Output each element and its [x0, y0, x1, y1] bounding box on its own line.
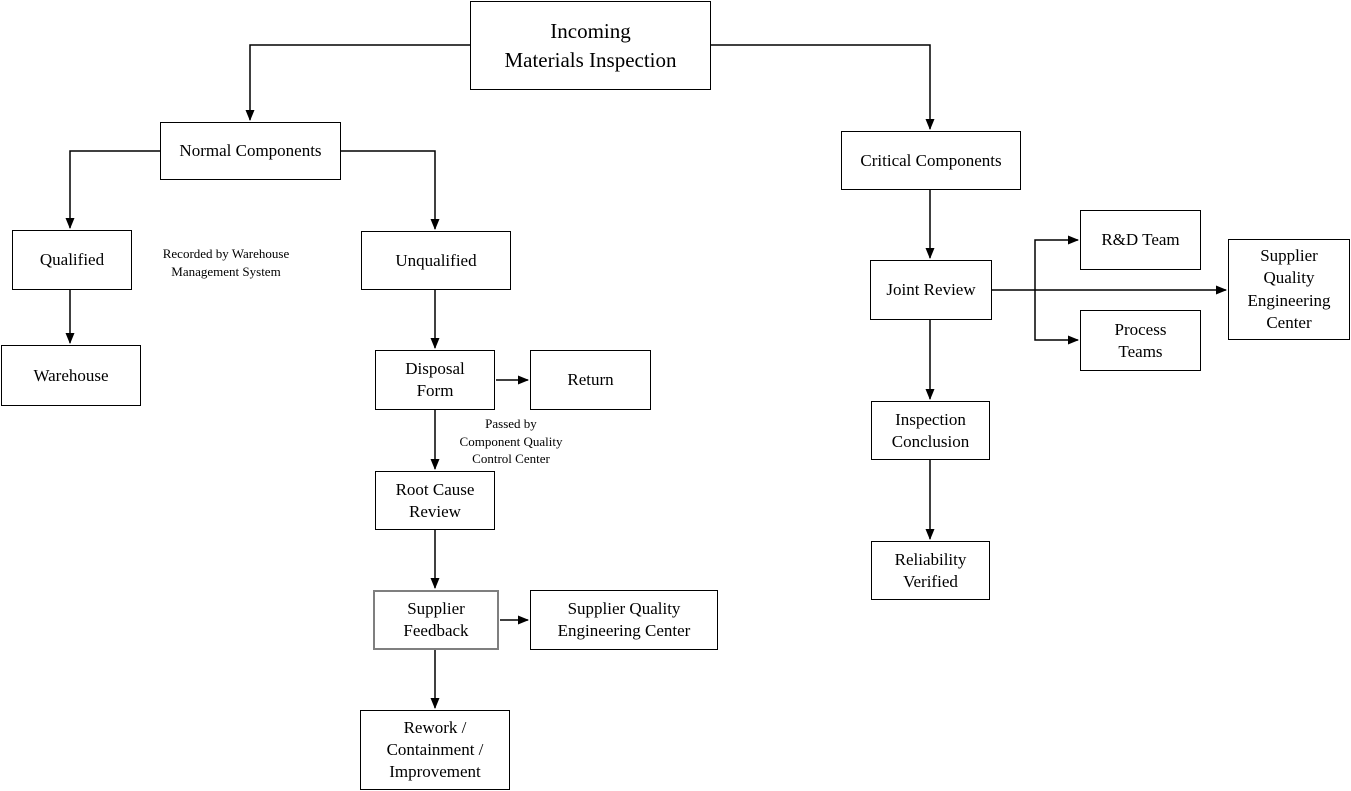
node-critical-components: Critical Components [841, 131, 1021, 190]
node-warehouse: Warehouse [1, 345, 141, 406]
node-reliability-verified: Reliability Verified [871, 541, 990, 600]
node-unqualified: Unqualified [361, 231, 511, 290]
node-process-teams: Process Teams [1080, 310, 1201, 371]
edge-normal-to-unqualified [341, 150, 440, 230]
node-supplier-feedback: Supplier Feedback [373, 590, 499, 650]
edge-jointreview-to-rdteam [1034, 235, 1079, 290]
node-supplier-quality-engineering-center-right: Supplier Quality Engineering Center [1228, 239, 1350, 340]
node-incoming-materials-inspection: Incoming Materials Inspection [470, 1, 711, 90]
node-root-cause-review: Root Cause Review [375, 471, 495, 530]
node-normal-components: Normal Components [160, 122, 341, 180]
node-return: Return [530, 350, 651, 410]
node-rd-team: R&D Team [1080, 210, 1201, 270]
node-inspection-conclusion: Inspection Conclusion [871, 401, 990, 460]
edge-normal-to-qualified [65, 150, 160, 229]
node-disposal-form: Disposal Form [375, 350, 495, 410]
annotation-recorded-by-warehouse: Recorded by Warehouse Management System [162, 246, 290, 279]
node-joint-review: Joint Review [870, 260, 992, 320]
node-rework-containment-improvement: Rework / Containment / Improvement [360, 710, 510, 790]
node-qualified: Qualified [12, 230, 132, 290]
edge-incoming-to-critical [711, 44, 935, 130]
edge-jointreview-to-processteams [1034, 290, 1079, 345]
node-supplier-quality-engineering-center: Supplier Quality Engineering Center [530, 590, 718, 650]
edge-incoming-to-normal [245, 44, 470, 121]
annotation-passed-by-component-quality: Passed by Component Quality Control Cent… [459, 416, 563, 467]
